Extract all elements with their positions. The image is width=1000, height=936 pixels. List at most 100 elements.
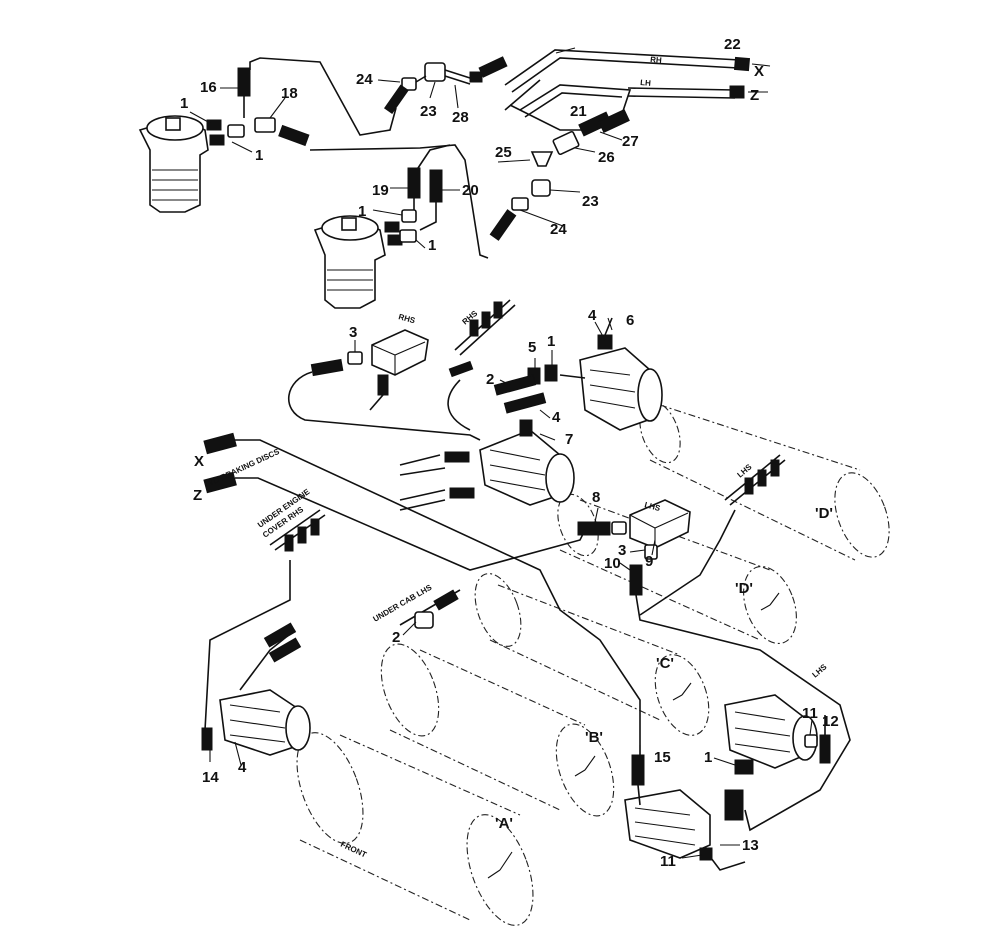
drum-c	[474, 573, 710, 736]
drum-label-d-lower: 'D'	[735, 580, 753, 597]
callout-7: 7	[565, 431, 573, 448]
callout-20: 20	[462, 182, 479, 199]
drum-d-upper	[639, 400, 890, 561]
callout-4: 4	[552, 409, 561, 426]
callout-22: 22	[724, 36, 741, 53]
callout-1: 1	[428, 237, 436, 254]
manifold-rhs-upper	[447, 299, 516, 431]
callout-3: 3	[349, 324, 357, 341]
callout-1: 1	[704, 749, 712, 766]
port-x-left: X	[194, 453, 204, 470]
callout-27: 27	[622, 133, 639, 150]
hose-line-z-arrow	[748, 63, 771, 93]
fitting-26-27	[552, 108, 630, 156]
label-lhs-manifold: LHS	[736, 462, 755, 480]
callout-12: 12	[822, 713, 839, 730]
valve-rhs	[371, 329, 429, 376]
manifold-lhs	[639, 454, 786, 616]
port-letters: X Z X Z RH LH	[193, 55, 764, 504]
hose-15	[631, 754, 645, 806]
tee-fitting-23-upper	[424, 56, 508, 85]
hose-10	[629, 564, 851, 832]
callout-23: 23	[582, 193, 599, 210]
motor-lower-left	[219, 622, 311, 756]
drum-label-c: 'C'	[656, 655, 674, 672]
callout-2: 2	[392, 629, 400, 646]
callout-19: 19	[372, 182, 389, 199]
fittings-5-1-upper	[493, 364, 586, 414]
callout-15: 15	[654, 749, 671, 766]
manifold-under-engine	[204, 509, 326, 731]
callout-11: 11	[802, 705, 818, 722]
label-to-braking-discs: TO BRAKING DISCS	[207, 447, 281, 488]
fitting-25	[530, 151, 554, 167]
drum-label-a: 'A'	[495, 815, 513, 832]
callout-24: 24	[550, 221, 567, 238]
pump-middle-left	[313, 215, 403, 309]
callout-21: 21	[570, 103, 587, 120]
hose-8	[577, 521, 627, 536]
fitting-14	[201, 727, 213, 751]
callout-1: 1	[180, 95, 188, 112]
leader-lines	[189, 47, 826, 859]
tee-fitting-23-lower	[489, 179, 551, 241]
drum-a	[296, 732, 534, 926]
label-lhs-side: LHS	[811, 662, 830, 680]
hose-16	[237, 57, 397, 136]
callout-16: 16	[200, 79, 217, 96]
callout-8: 8	[592, 489, 600, 506]
label-front: FRONT	[339, 840, 368, 860]
fitting-18	[227, 117, 310, 147]
fitting-3-lower	[644, 544, 658, 560]
motor-lower-center	[624, 789, 711, 859]
callout-1: 1	[358, 203, 366, 220]
callout-2: 2	[486, 371, 494, 388]
port-z-top: Z	[750, 87, 759, 104]
callout-25: 25	[495, 144, 512, 161]
callout-11: 11	[660, 853, 676, 870]
pump-middle-fittings	[399, 209, 417, 243]
callout-3: 3	[618, 542, 626, 559]
hose-label-lh: LH	[640, 78, 652, 88]
hoses-to-motor-7	[399, 451, 475, 511]
callout-1: 1	[255, 147, 263, 164]
pump-upper-left	[138, 115, 225, 213]
callout-23: 23	[420, 103, 437, 120]
manifold-under-cab	[399, 589, 461, 629]
label-lhs-valve: LHS	[643, 500, 661, 513]
motor-upper	[579, 317, 663, 431]
port-x-top: X	[754, 63, 764, 80]
elbow-24-upper	[383, 75, 427, 115]
fitting-3-upper	[288, 351, 481, 441]
callout-1: 1	[547, 333, 555, 350]
drum-b	[380, 643, 615, 817]
hose-rh-assembly	[504, 49, 751, 131]
callout-24: 24	[356, 71, 373, 88]
hose-line-x	[203, 432, 641, 760]
drum-label-b: 'B'	[585, 729, 603, 746]
hose-to-valve	[369, 374, 389, 411]
callout-10: 10	[604, 555, 621, 572]
callout-numbers: 16 1 18 1 24 23 28 22 21 27 26 25 23 24 …	[180, 36, 839, 870]
hose-line-z	[203, 471, 586, 571]
callout-6: 6	[626, 312, 634, 329]
port-z-left: Z	[193, 487, 202, 504]
hose-19-20	[309, 144, 489, 259]
callout-4: 4	[238, 759, 247, 776]
callout-14: 14	[202, 769, 219, 786]
callout-26: 26	[598, 149, 615, 166]
callout-13: 13	[742, 837, 759, 854]
motor-middle-7	[479, 419, 575, 506]
callout-5: 5	[528, 339, 536, 356]
hose-label-rh: RH	[650, 55, 663, 65]
drum-letters: 'A' 'B' 'C' 'D' 'D'	[495, 505, 833, 832]
callout-28: 28	[452, 109, 469, 126]
drum-label-d-upper: 'D'	[815, 505, 833, 522]
label-rhs-valve: RHS	[397, 312, 416, 325]
callout-9: 9	[645, 553, 653, 570]
callout-4: 4	[588, 307, 597, 324]
hose-13	[699, 847, 746, 871]
callout-18: 18	[281, 85, 298, 102]
fittings-lower-right	[724, 734, 818, 821]
